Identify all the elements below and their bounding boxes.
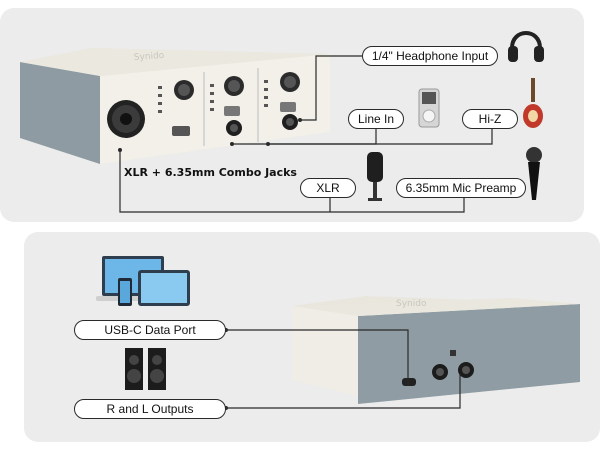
line-in-label: Line In [348, 109, 404, 129]
computer-devices-icon [96, 256, 190, 306]
hi-z-label: Hi-Z [462, 109, 518, 129]
usb-c-port [402, 378, 416, 386]
mic-preamp-label: 6.35mm Mic Preamp [396, 178, 526, 198]
speakers-icon [125, 348, 166, 390]
mp3-player-icon [418, 88, 440, 128]
audio-interface-back: Synido [292, 296, 580, 404]
headphone-input-label: 1/4" Headphone Input [362, 46, 498, 66]
combo-jacks-caption: XLR + 6.35mm Combo Jacks [124, 166, 297, 179]
brand-logo: Synido [134, 51, 166, 63]
guitar-icon [523, 78, 543, 128]
usb-c-label: USB-C Data Port [74, 320, 226, 340]
handheld-mic-icon [526, 147, 542, 200]
condenser-mic-icon [367, 152, 383, 201]
svg-text:Synido: Synido [396, 299, 427, 309]
outputs-label: R and L Outputs [74, 399, 226, 419]
headphones-icon [508, 31, 544, 62]
audio-interface-front: Synido [20, 48, 330, 164]
xlr-label: XLR [300, 178, 356, 198]
